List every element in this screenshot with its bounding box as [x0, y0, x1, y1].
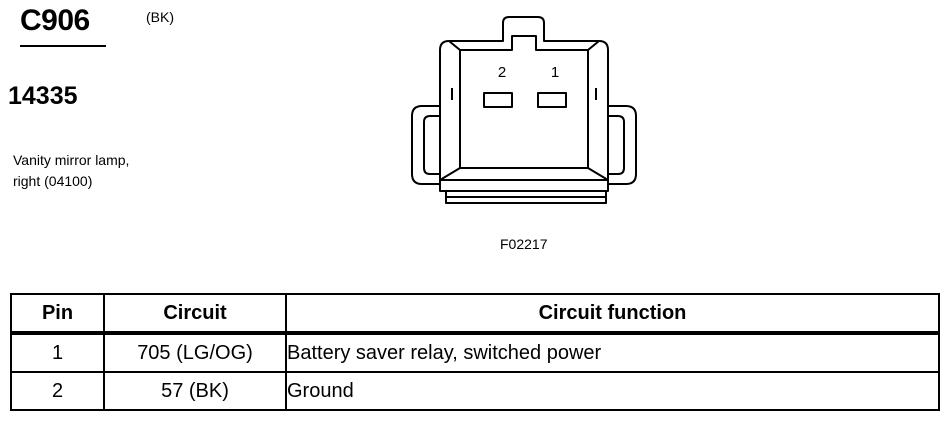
connector-inner-cavity: [459, 35, 589, 169]
table-row: 1 705 (LG/OG) Battery saver relay, switc…: [10, 332, 940, 373]
connector-color: (BK): [146, 9, 174, 25]
table-header-row: Pin Circuit Circuit function: [10, 293, 940, 335]
part-number: 14335: [8, 82, 78, 110]
row-pin: 2: [10, 371, 105, 411]
row-circuit-function: Ground: [285, 371, 940, 411]
right-latch-inner: [608, 115, 625, 175]
pin-2-label: 2: [498, 64, 506, 81]
pin-1-label: 1: [551, 64, 559, 81]
row-pin: 1: [10, 332, 105, 373]
connector-id-underline: [20, 45, 106, 47]
table-row: 2 57 (BK) Ground: [10, 371, 940, 411]
right-latch: [608, 105, 637, 185]
row-circuit-function: Battery saver relay, switched power: [285, 332, 940, 373]
row-circuit: 57 (BK): [103, 371, 287, 411]
header-pin: Pin: [10, 293, 105, 335]
pin-1-cavity: [537, 92, 567, 108]
connector-face-drawing: 2 1: [411, 16, 637, 204]
pin-table: Pin Circuit Circuit function 1 705 (LG/O…: [10, 293, 940, 411]
figure-code: F02217: [500, 236, 548, 252]
component-description-line-2: right (04100): [13, 173, 93, 189]
left-latch: [411, 105, 440, 185]
component-description-line-1: Vanity mirror lamp,: [13, 152, 130, 168]
header-circuit-function: Circuit function: [285, 293, 940, 335]
connector-id: C906: [20, 4, 90, 37]
pin-2-cavity: [483, 92, 513, 108]
left-latch-inner: [423, 115, 440, 175]
component-description: Vanity mirror lamp, right (04100): [13, 150, 213, 192]
row-circuit: 705 (LG/OG): [103, 332, 287, 373]
header-circuit: Circuit: [103, 293, 287, 335]
connector-outer-shell: [439, 16, 609, 192]
